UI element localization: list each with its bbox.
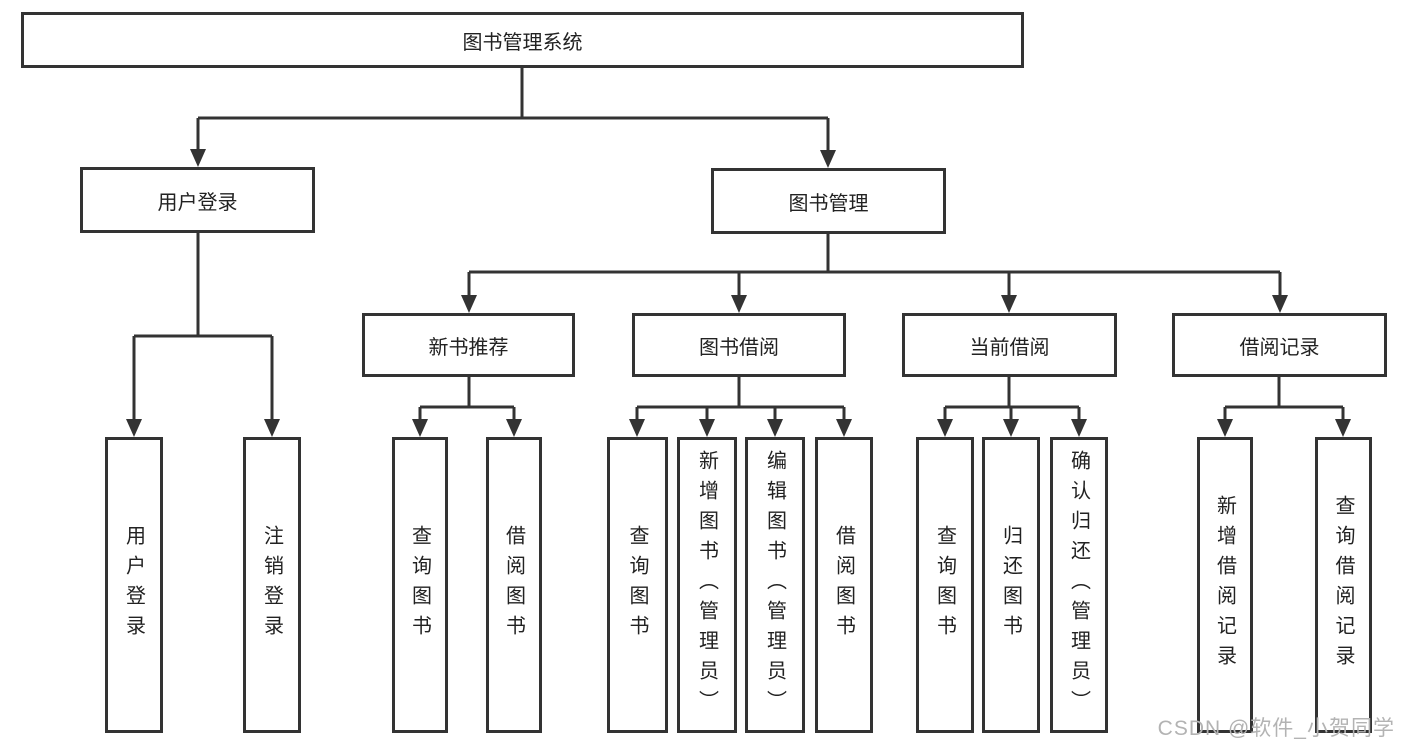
node-current-borrow: 当前借阅 [902,313,1117,377]
arrowheads-book-borrow-leaves [629,419,852,437]
leaf-newbook-borrow-books: 借阅图书 [486,437,542,733]
leaf-logout: 注销登录 [243,437,301,733]
node-book-borrow: 图书借阅 [632,313,846,377]
arrowheads-level2 [190,149,836,168]
connector-root-to-level2 [196,68,830,152]
arrowheads-new-book-leaves [412,419,522,437]
leaf-current-query-books: 查询图书 [916,437,974,733]
leaf-borrow-add-books-admin: 新增图书（管理员） [677,437,737,733]
leaf-records-add-record: 新增借阅记录 [1197,437,1253,733]
node-borrow-records: 借阅记录 [1172,313,1387,377]
connector-book-borrow-branch [635,377,846,423]
connector-new-book-branch [418,377,516,423]
arrowheads-level3 [461,295,1288,313]
leaf-borrow-borrow-books: 借阅图书 [815,437,873,733]
connector-book-management-branch [467,234,1282,299]
leaf-records-query-record: 查询借阅记录 [1315,437,1372,733]
node-user-login: 用户登录 [80,167,315,233]
node-new-book-recommend: 新书推荐 [362,313,575,377]
leaf-current-return-books: 归还图书 [982,437,1040,733]
leaf-user-login: 用户登录 [105,437,163,733]
arrowheads-current-borrow-leaves [937,419,1087,437]
leaf-borrow-edit-books-admin: 编辑图书（管理员） [745,437,805,733]
connector-borrow-records-branch [1223,377,1345,423]
node-library-system: 图书管理系统 [21,12,1024,68]
leaf-borrow-query-books: 查询图书 [607,437,668,733]
node-book-management: 图书管理 [711,168,946,234]
leaf-newbook-query-books: 查询图书 [392,437,448,733]
arrowheads-borrow-records-leaves [1217,419,1351,437]
connector-user-login-branch [132,233,274,423]
leaf-current-confirm-return-admin: 确认归还（管理员） [1050,437,1108,733]
csdn-watermark: CSDN @软件_小贺同学 [1157,717,1395,740]
arrowheads-user-login-leaves [126,419,280,437]
connector-current-borrow-branch [943,377,1081,423]
